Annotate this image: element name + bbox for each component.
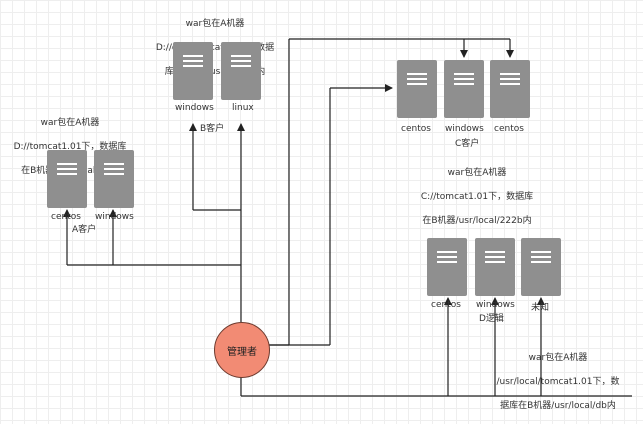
server-a-centos-icon bbox=[47, 150, 87, 208]
connection-lines bbox=[63, 38, 632, 397]
server-c-centos2-icon bbox=[490, 60, 530, 118]
server-d-windows-icon bbox=[475, 238, 515, 296]
server-label: windows bbox=[476, 300, 515, 310]
server-label: 未知 bbox=[531, 303, 550, 313]
server-label: windows bbox=[95, 212, 134, 222]
manager-node: 管理者 bbox=[214, 322, 270, 378]
server-label: centos bbox=[494, 124, 524, 134]
server-label: centos bbox=[51, 212, 81, 222]
note-d: war包在A机器 /usr/local/tomcat1.01下，数 据库在B机器… bbox=[496, 353, 620, 411]
server-d-unknown-icon bbox=[521, 238, 561, 296]
server-d-centos-icon bbox=[427, 238, 467, 296]
server-a-windows-icon bbox=[94, 150, 134, 208]
note-b: war包在A机器 D://ddd/tomcat2.3下，数据 库在B机器/usr… bbox=[155, 19, 275, 77]
manager-label: 管理者 bbox=[227, 346, 257, 358]
server-label: windows bbox=[175, 103, 214, 113]
server-label: centos bbox=[431, 300, 461, 310]
server-b-linux-icon bbox=[221, 42, 261, 100]
group-label-b: B客户 bbox=[200, 124, 225, 134]
server-label: linux bbox=[232, 103, 254, 113]
group-label-d: D逻辑 bbox=[479, 314, 504, 324]
group-label-a: A客户 bbox=[72, 225, 97, 235]
server-c-windows-icon bbox=[444, 60, 484, 118]
server-c-centos-icon bbox=[397, 60, 437, 118]
group-label-c: C客户 bbox=[455, 139, 480, 149]
server-label: centos bbox=[401, 124, 431, 134]
server-label: windows bbox=[445, 124, 484, 134]
note-c: war包在A机器 C://tomcat1.01下，数据库 在B机器/usr/lo… bbox=[420, 168, 534, 226]
server-b-windows-icon bbox=[173, 42, 213, 100]
